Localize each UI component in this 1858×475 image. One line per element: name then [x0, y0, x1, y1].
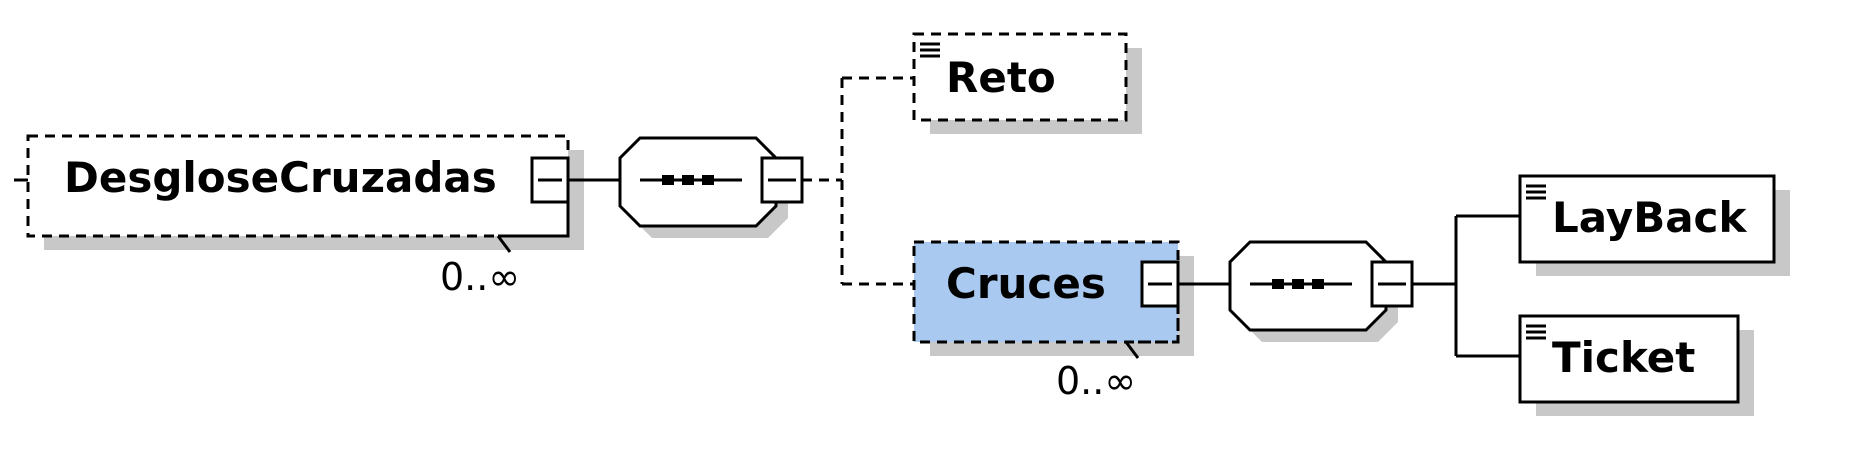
- collapse-toggle-cruces-sequence[interactable]: [1370, 260, 1414, 308]
- sequence-compositor-root[interactable]: [618, 136, 788, 238]
- text-content-icon: [920, 42, 940, 58]
- compositor-shape: [1228, 240, 1388, 332]
- cardinality-cruces: 0..∞: [1056, 359, 1136, 403]
- compositor-shape: [618, 136, 778, 228]
- branch-connector: [802, 76, 914, 286]
- cardinality-desglosecruzadas: 0..∞: [440, 255, 520, 299]
- collapse-toggle-root-sequence[interactable]: [760, 156, 804, 204]
- collapse-toggle-desglosecruzadas[interactable]: [530, 156, 570, 204]
- multiplicity-tail: [496, 235, 512, 253]
- element-box: [26, 134, 570, 238]
- element-layback[interactable]: LayBack: [1518, 174, 1790, 276]
- text-content-icon: [1526, 184, 1546, 200]
- element-label: LayBack: [1552, 193, 1747, 242]
- element-label: DesgloseCruzadas: [64, 153, 497, 202]
- sequence-compositor-cruces[interactable]: [1228, 240, 1398, 342]
- element-box: [912, 32, 1128, 122]
- element-label: Cruces: [946, 259, 1106, 308]
- element-label: Reto: [946, 53, 1056, 102]
- branch-connector-required: [1412, 214, 1520, 358]
- element-label: Ticket: [1552, 333, 1695, 382]
- multiplicity-tail: [1124, 341, 1140, 359]
- text-content-icon: [1526, 324, 1546, 340]
- element-ticket[interactable]: Ticket: [1518, 314, 1754, 416]
- element-reto[interactable]: Reto: [912, 32, 1142, 134]
- element-desglosecruzadas[interactable]: DesgloseCruzadas: [26, 134, 584, 253]
- collapse-toggle-cruces[interactable]: [1140, 260, 1180, 308]
- element-box: [1518, 314, 1740, 404]
- element-box: [1518, 174, 1776, 264]
